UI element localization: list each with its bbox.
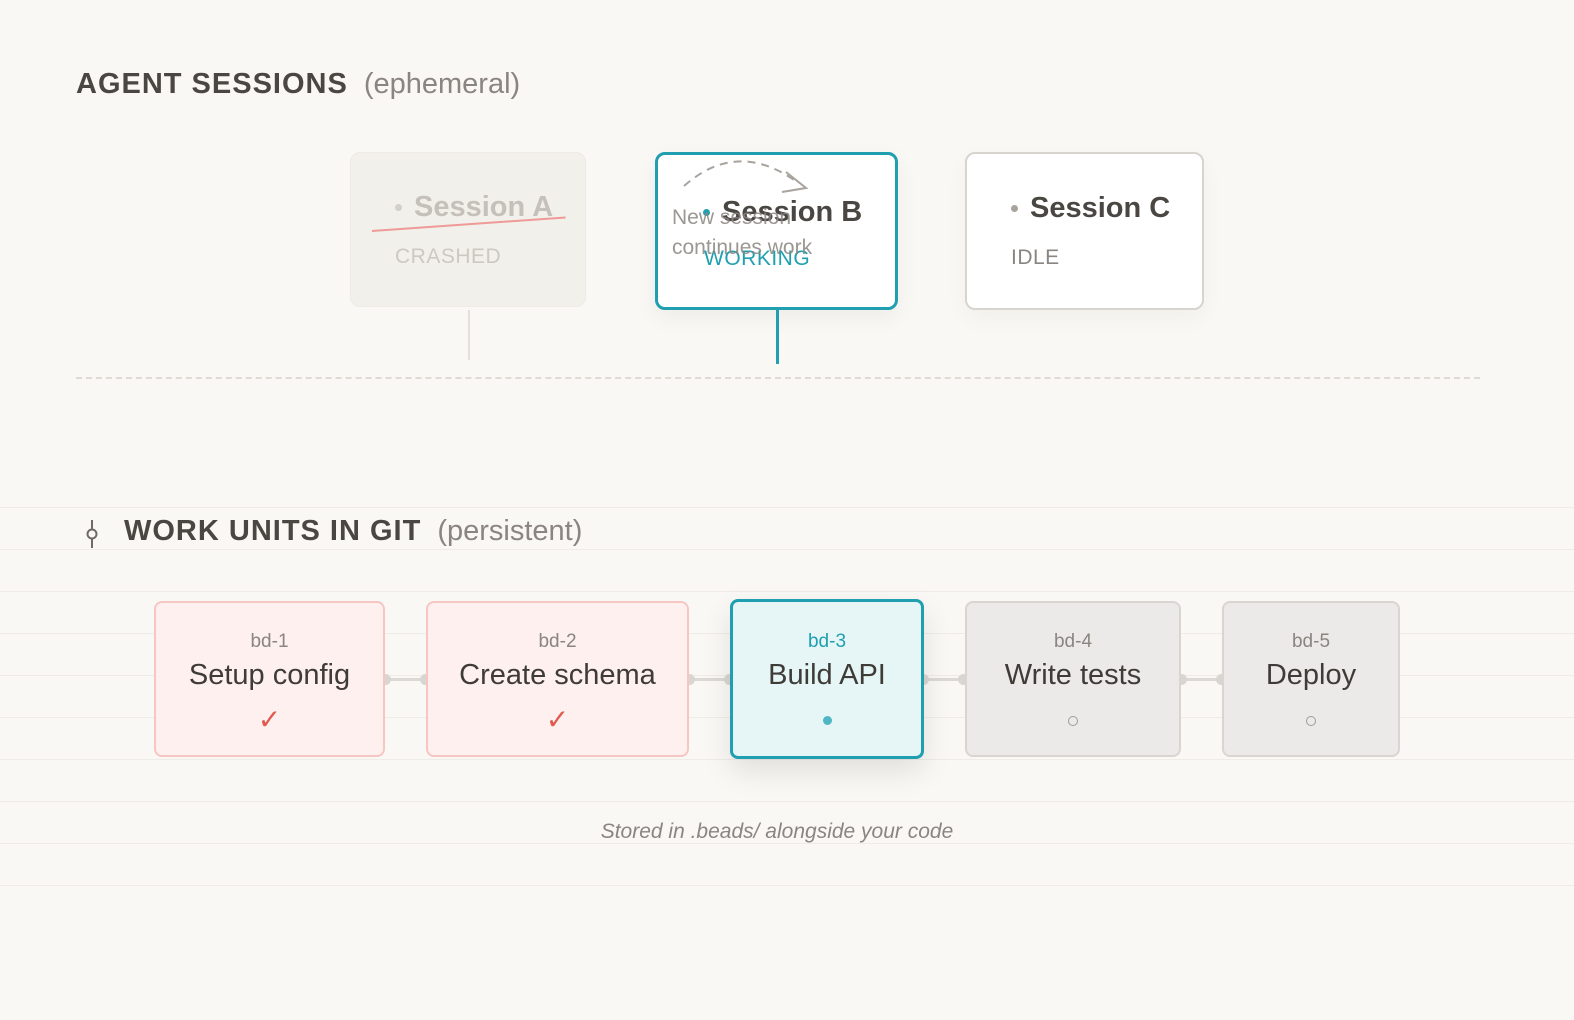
- status-dot: [395, 204, 402, 211]
- session-card-b[interactable]: Session B WORKING: [655, 152, 898, 310]
- unit-name: Setup config: [188, 659, 351, 691]
- sessions-heading: AGENT SESSIONS (ephemeral): [76, 68, 520, 101]
- work-unit-card[interactable]: bd-2 Create schema ✓: [426, 601, 689, 757]
- handoff-note: New session continues work: [672, 206, 813, 259]
- unit-name: Deploy: [1265, 659, 1357, 691]
- session-card-a[interactable]: Session A CRASHED: [350, 152, 586, 307]
- session-a-stem: [468, 310, 470, 360]
- sessions-subtitle: (ephemeral): [363, 68, 521, 100]
- layer-divider: [76, 377, 1480, 379]
- rule-line: [0, 591, 1574, 592]
- handoff-arrow-icon: [683, 160, 809, 193]
- connector-dot: [958, 674, 969, 685]
- unit-connector: [923, 678, 965, 681]
- work-unit-card[interactable]: bd-4 Write tests: [965, 601, 1181, 757]
- status-dot: [703, 209, 710, 216]
- session-name: Session C: [1030, 192, 1171, 224]
- in-progress-dot-icon: [733, 700, 921, 732]
- work-unit-card-active[interactable]: bd-3 Build API: [730, 599, 924, 759]
- unit-connector: [689, 678, 731, 681]
- rule-line: [0, 885, 1574, 886]
- units-heading: WORK UNITS IN GIT (persistent): [124, 515, 582, 548]
- storage-caption: Stored in .beads/ alongside your code: [600, 820, 954, 843]
- git-commit-icon: [86, 520, 98, 548]
- unit-name: Write tests: [1004, 659, 1142, 691]
- connector-dot: [420, 674, 431, 685]
- session-name: Session A: [414, 191, 554, 223]
- rule-line: [0, 843, 1574, 844]
- pending-circle-icon: [967, 701, 1179, 733]
- work-unit-card[interactable]: bd-1 Setup config ✓: [154, 601, 385, 757]
- session-b-stem: [776, 310, 779, 364]
- session-status: IDLE: [1011, 246, 1060, 269]
- units-title: WORK UNITS IN GIT: [124, 515, 422, 547]
- connector-dot: [724, 674, 735, 685]
- session-title-row: Session A: [395, 191, 553, 224]
- session-status: WORKING: [704, 247, 811, 270]
- units-subtitle: (persistent): [437, 515, 583, 547]
- session-title-row: Session C: [1011, 192, 1170, 225]
- unit-name: Create schema: [459, 659, 656, 691]
- unit-name: Build API: [768, 659, 886, 691]
- unit-id: bd-5: [1291, 631, 1331, 652]
- status-dot: [1011, 205, 1018, 212]
- check-icon: ✓: [257, 704, 282, 735]
- check-icon: ✓: [545, 704, 570, 735]
- unit-connector: [385, 678, 426, 681]
- rule-line: [0, 507, 1574, 508]
- rule-line: [0, 801, 1574, 802]
- connector-dot: [1176, 674, 1187, 685]
- session-title-row: Session B: [703, 196, 862, 229]
- work-unit-card[interactable]: bd-5 Deploy: [1222, 601, 1400, 757]
- unit-id: bd-3: [807, 631, 847, 652]
- rule-line: [0, 549, 1574, 550]
- unit-id: bd-1: [250, 631, 289, 652]
- rule-line: [0, 759, 1574, 760]
- connector-dot: [380, 674, 391, 685]
- unit-connector: [1181, 678, 1223, 681]
- session-status: CRASHED: [395, 245, 502, 268]
- session-name: Session B: [722, 196, 863, 228]
- pending-circle-icon: [1224, 701, 1398, 733]
- sessions-title: AGENT SESSIONS: [76, 68, 348, 100]
- session-card-c[interactable]: Session C IDLE: [965, 152, 1204, 310]
- unit-id: bd-2: [538, 631, 577, 652]
- unit-id: bd-4: [1053, 631, 1093, 652]
- connector-dot: [684, 674, 695, 685]
- connector-dot: [1216, 674, 1227, 685]
